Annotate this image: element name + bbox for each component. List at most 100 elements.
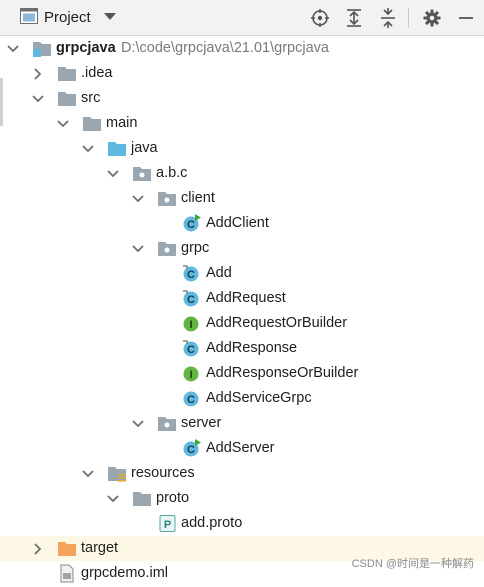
node-label: AddServiceGrpc — [206, 390, 312, 406]
class-icon: C — [182, 389, 202, 408]
node-label: a.b.c — [156, 165, 188, 181]
tree-node-src[interactable]: src — [0, 86, 484, 111]
node-label: AddRequest — [206, 290, 286, 306]
node-label: AddServer — [206, 440, 275, 456]
tree-node-add-response[interactable]: C AddResponse — [0, 336, 484, 361]
node-label: AddRequestOrBuilder — [206, 315, 348, 331]
svg-text:C: C — [187, 394, 195, 406]
node-label: Add — [206, 265, 232, 281]
svg-text:C: C — [187, 219, 195, 231]
folder-icon — [132, 489, 152, 508]
project-view-selector[interactable]: Project — [20, 0, 91, 35]
package-icon — [132, 164, 152, 183]
tree-node-add-client[interactable]: C AddClient — [0, 211, 484, 236]
node-label: server — [181, 415, 222, 431]
folder-icon — [82, 114, 102, 133]
svg-text:I: I — [189, 369, 192, 381]
svg-text:C: C — [187, 444, 195, 456]
tree-node-resources[interactable]: resources — [0, 461, 484, 486]
folder-icon — [57, 89, 77, 108]
chevron-down-icon[interactable] — [56, 111, 70, 136]
node-label: client — [181, 190, 215, 206]
tree-node-target[interactable]: target — [0, 536, 484, 561]
excluded-folder-icon — [57, 539, 77, 558]
chevron-down-icon[interactable] — [131, 186, 145, 211]
tree-node-add-server[interactable]: C AddServer — [0, 436, 484, 461]
node-label: src — [81, 90, 101, 106]
package-icon — [157, 414, 177, 433]
resources-folder-icon — [107, 464, 127, 483]
chevron-right-icon[interactable] — [31, 536, 45, 561]
node-label: proto — [156, 490, 190, 506]
chevron-down-icon[interactable] — [6, 36, 20, 61]
tree-node-add-request[interactable]: C AddRequest — [0, 286, 484, 311]
node-label: grpc — [181, 240, 210, 256]
tree-node-add-proto[interactable]: P add.proto — [0, 511, 484, 536]
interface-icon: I — [182, 364, 202, 383]
runnable-class-icon: C — [182, 439, 202, 458]
chevron-down-icon[interactable] — [104, 13, 116, 20]
node-label: target — [81, 540, 119, 556]
chevron-right-icon[interactable] — [31, 61, 45, 86]
tree-node-package-abc[interactable]: a.b.c — [0, 161, 484, 186]
project-tool-window-header: Project — [0, 0, 484, 36]
svg-text:I: I — [189, 319, 192, 331]
proto-file-icon: P — [158, 514, 178, 533]
expand-all-icon[interactable] — [343, 7, 365, 29]
scrollbar-thumb[interactable] — [0, 78, 3, 126]
root-path: D:\code\grpcjava\21.01\grpcjava — [121, 40, 329, 56]
chevron-down-icon[interactable] — [106, 486, 120, 511]
minimize-icon[interactable] — [455, 7, 477, 29]
node-label: AddResponseOrBuilder — [206, 365, 359, 381]
chevron-down-icon[interactable] — [131, 236, 145, 261]
tree-node-add-request-or-builder[interactable]: I AddRequestOrBuilder — [0, 311, 484, 336]
root-label: grpcjava — [56, 40, 116, 56]
chevron-down-icon[interactable] — [31, 86, 45, 111]
chevron-down-icon[interactable] — [131, 411, 145, 436]
package-icon — [157, 189, 177, 208]
tool-window-title: Project — [44, 9, 91, 26]
node-label: .idea — [81, 65, 113, 81]
chevron-down-icon[interactable] — [81, 136, 95, 161]
tree-node-server[interactable]: server — [0, 411, 484, 436]
gear-icon[interactable] — [421, 7, 443, 29]
svg-text:C: C — [187, 269, 195, 281]
iml-file-icon — [57, 564, 77, 583]
chevron-down-icon[interactable] — [106, 161, 120, 186]
class-icon: C — [182, 264, 202, 283]
chevron-down-icon[interactable] — [81, 461, 95, 486]
project-tree[interactable]: grpcjava D:\code\grpcjava\21.01\grpcjava… — [0, 36, 484, 583]
svg-text:C: C — [187, 344, 195, 356]
project-icon — [20, 7, 38, 28]
toolbar-separator — [408, 8, 409, 28]
node-label: grpcdemo.iml — [81, 565, 169, 581]
node-label: add.proto — [181, 515, 243, 531]
locate-icon[interactable] — [309, 7, 331, 29]
folder-icon — [57, 64, 77, 83]
node-label: main — [106, 115, 138, 131]
svg-text:C: C — [187, 294, 195, 306]
watermark: CSDN @时间是一种解药 — [351, 558, 474, 570]
runnable-class-icon: C — [182, 214, 202, 233]
collapse-all-icon[interactable] — [377, 7, 399, 29]
tree-node-add-service-grpc[interactable]: C AddServiceGrpc — [0, 386, 484, 411]
package-icon — [157, 239, 177, 258]
node-label: AddResponse — [206, 340, 298, 356]
module-folder-icon — [32, 39, 52, 58]
tree-node-add-response-or-builder[interactable]: I AddResponseOrBuilder — [0, 361, 484, 386]
class-icon: C — [182, 289, 202, 308]
tree-node-grpc[interactable]: grpc — [0, 236, 484, 261]
svg-text:P: P — [164, 519, 171, 531]
node-label: java — [131, 140, 158, 156]
node-label: AddClient — [206, 215, 269, 231]
tree-node-java[interactable]: java — [0, 136, 484, 161]
tree-node-proto[interactable]: proto — [0, 486, 484, 511]
tree-node-client[interactable]: client — [0, 186, 484, 211]
tree-node-add[interactable]: C Add — [0, 261, 484, 286]
tree-node-root[interactable]: grpcjava D:\code\grpcjava\21.01\grpcjava — [0, 36, 484, 61]
tree-node-main[interactable]: main — [0, 111, 484, 136]
tree-node-idea[interactable]: .idea — [0, 61, 484, 86]
node-label: resources — [131, 465, 195, 481]
class-icon: C — [182, 339, 202, 358]
source-folder-icon — [107, 139, 127, 158]
